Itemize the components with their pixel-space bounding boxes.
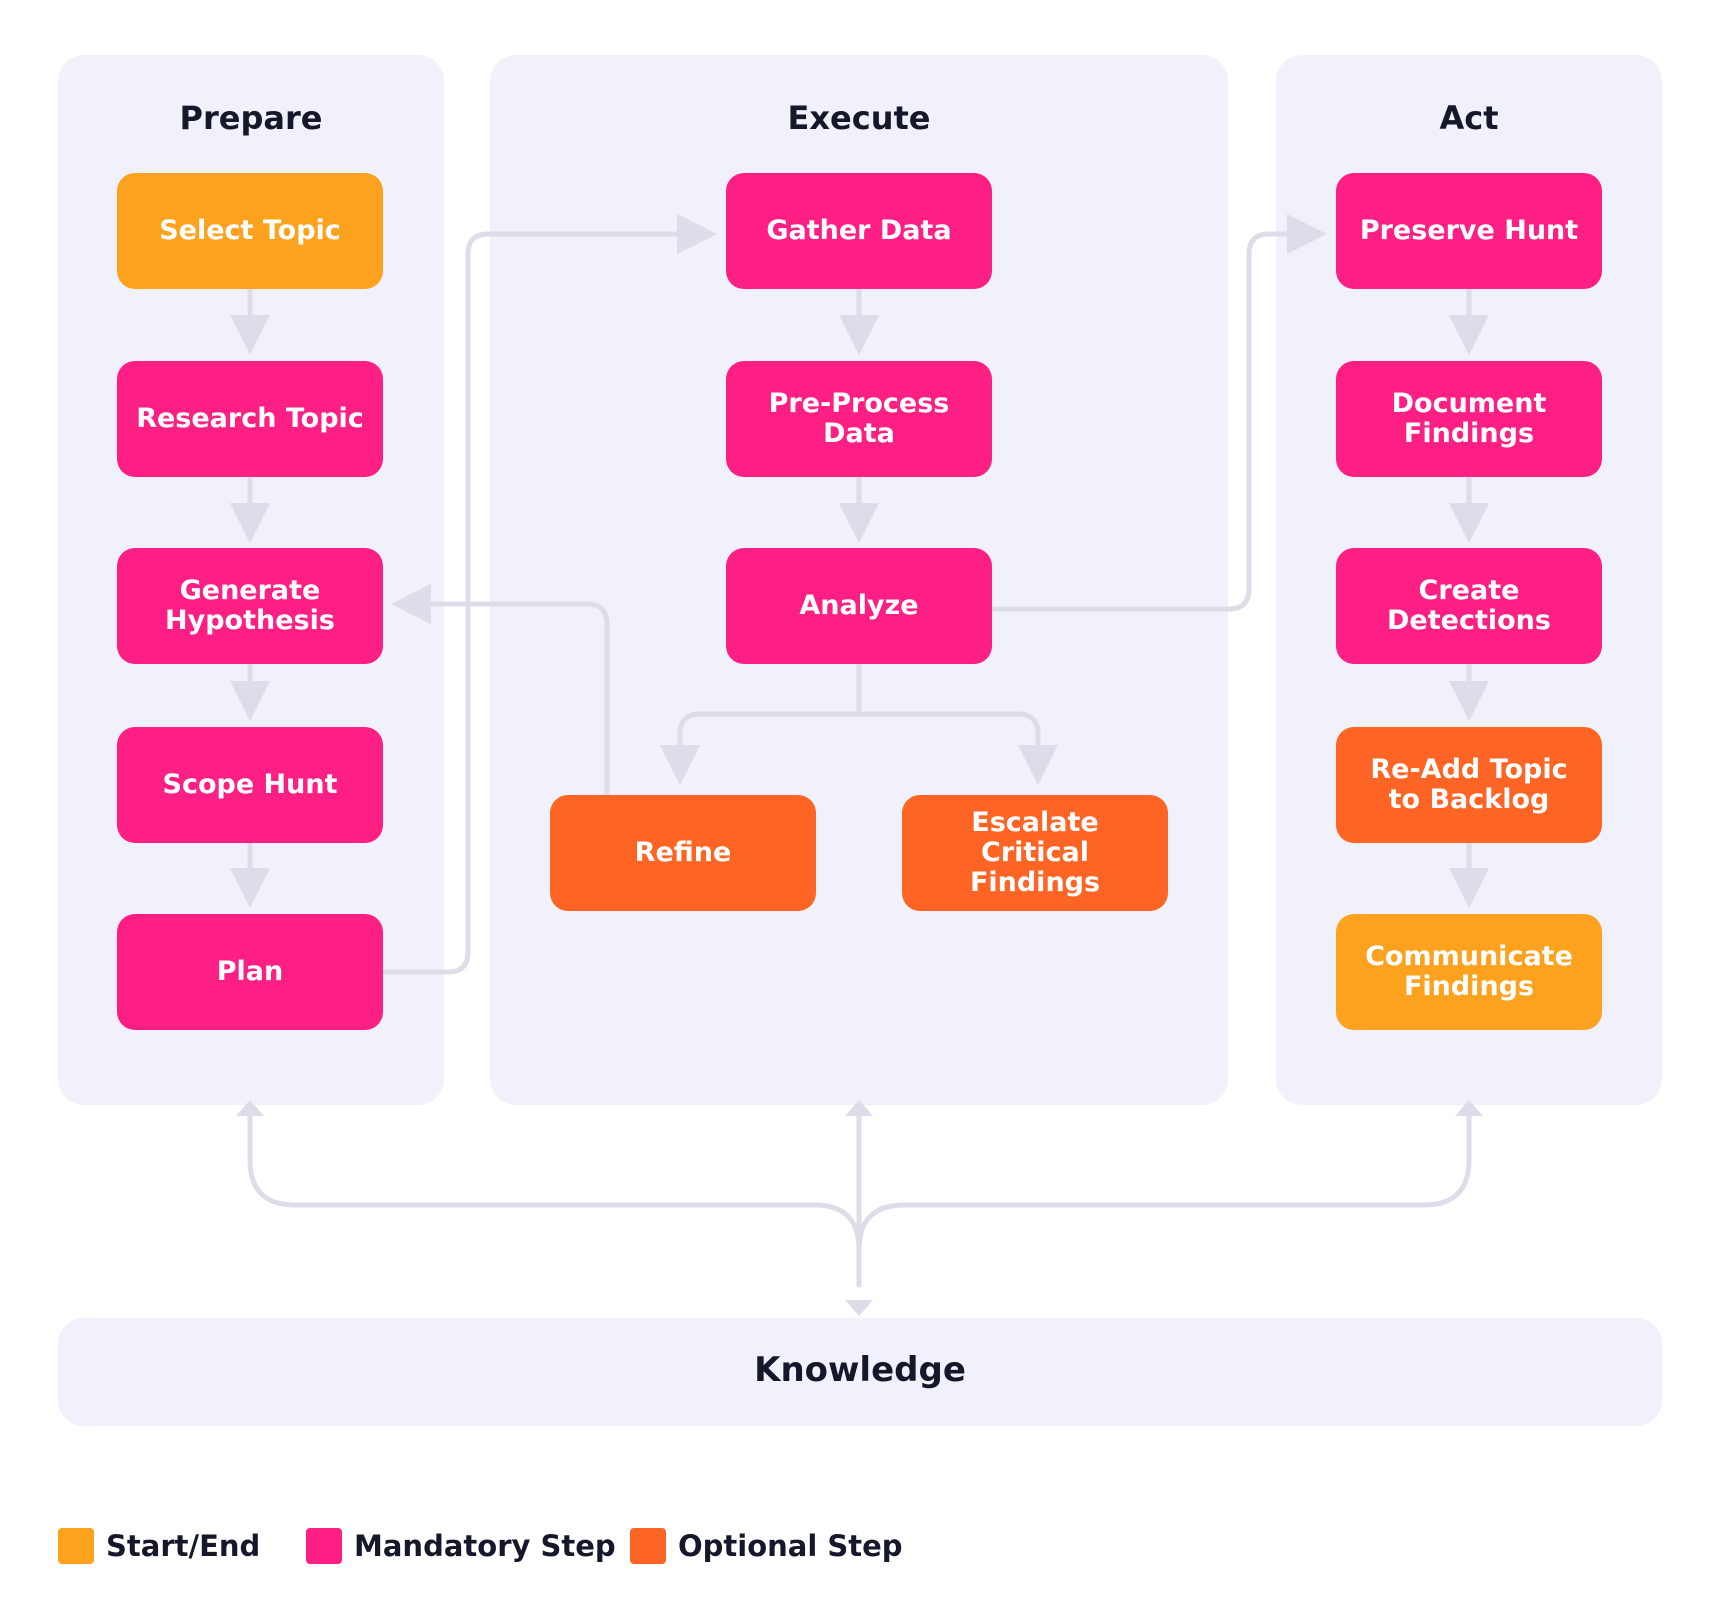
legend-label-start-end: Start/End (106, 1529, 261, 1563)
arrowhead-up-execute (845, 1100, 873, 1116)
connector-prepare-to-knowledge (247, 1109, 862, 1253)
step-escalate-critical-findings: Escalate Critical Findings (902, 795, 1168, 911)
connector-act-to-knowledge (856, 1109, 1472, 1253)
step-scope-hunt: Scope Hunt (117, 727, 383, 843)
panel-title-execute: Execute (787, 99, 931, 137)
legend-optional: Optional Step (630, 1527, 903, 1565)
panel-knowledge: Knowledge (58, 1318, 1662, 1426)
arrow-analyze-to-preserve (987, 214, 1327, 612)
legend-swatch-start-end (58, 1528, 94, 1564)
arrow-analyze-to-escalate (856, 711, 1058, 785)
arrowhead-down-knowledge (845, 1300, 873, 1316)
arrowhead-up-prepare (236, 1100, 264, 1116)
step-gather-data: Gather Data (726, 173, 992, 289)
arrow-analyze-to-refine (660, 661, 862, 785)
legend-mandatory: Mandatory Step (306, 1527, 616, 1565)
step-create-detections: Create Detections (1336, 548, 1602, 664)
arrowhead-up-act (1455, 1100, 1483, 1116)
legend-label-optional: Optional Step (678, 1529, 903, 1563)
step-document-findings: Document Findings (1336, 361, 1602, 477)
step-preserve-hunt: Preserve Hunt (1336, 173, 1602, 289)
legend-swatch-optional (630, 1528, 666, 1564)
step-research-topic: Research Topic (117, 361, 383, 477)
panel-title-prepare: Prepare (179, 99, 323, 137)
step-pre-process-data: Pre-Process Data (726, 361, 992, 477)
legend-start-end: Start/End (58, 1527, 260, 1565)
step-re-add-topic-to-backlog: Re-Add Topic to Backlog (1336, 727, 1602, 843)
step-plan: Plan (117, 914, 383, 1030)
step-analyze: Analyze (726, 548, 992, 664)
panel-title-act: Act (1439, 99, 1499, 137)
legend-swatch-mandatory (306, 1528, 342, 1564)
step-communicate-findings: Communicate Findings (1336, 914, 1602, 1030)
step-refine: Refine (550, 795, 816, 911)
legend-label-mandatory: Mandatory Step (354, 1529, 616, 1563)
step-select-topic: Select Topic (117, 173, 383, 289)
arrow-refine-to-hypothesis (391, 584, 610, 797)
step-generate-hypothesis: Generate Hypothesis (117, 548, 383, 664)
panel-title-knowledge: Knowledge (754, 1350, 966, 1390)
